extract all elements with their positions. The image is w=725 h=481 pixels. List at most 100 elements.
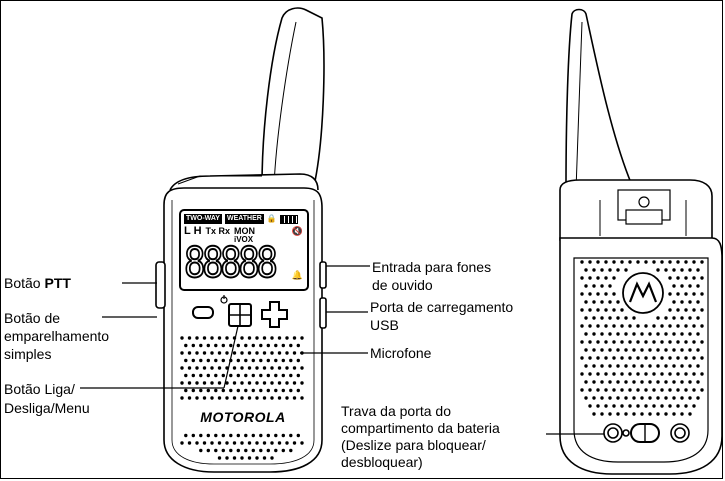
grille-dot xyxy=(296,388,300,393)
grille-dot xyxy=(588,276,592,280)
grille-dot xyxy=(300,336,304,340)
grille-dot xyxy=(632,332,636,336)
grille-dot xyxy=(221,433,225,438)
grille-dot xyxy=(229,388,233,393)
grille-dot xyxy=(217,336,222,340)
grille-dot xyxy=(604,292,608,296)
grille-dot xyxy=(596,340,600,344)
lcd-screen xyxy=(179,209,309,291)
grille-dot xyxy=(652,388,656,392)
grille-dot xyxy=(274,373,278,378)
grille-dot xyxy=(221,358,225,363)
grille-dot xyxy=(262,441,267,445)
grille-dot xyxy=(664,396,668,400)
grille-dot xyxy=(656,332,660,336)
grille-dot xyxy=(232,441,237,445)
grille-dot xyxy=(292,441,297,445)
grille-dot xyxy=(247,441,252,445)
grille-dot xyxy=(660,404,664,408)
grille-dot xyxy=(652,356,656,360)
grille-dot xyxy=(584,300,588,304)
grille-dot xyxy=(640,412,644,416)
grille-dot xyxy=(652,260,656,264)
front-speaker-grille xyxy=(180,336,304,460)
grille-dot xyxy=(636,388,640,392)
grille-dot xyxy=(232,351,237,355)
grille-dot xyxy=(672,412,676,416)
grille-dot xyxy=(285,396,289,400)
grille-dot xyxy=(640,380,644,384)
grille-dot xyxy=(612,404,616,408)
grille-dot xyxy=(592,380,596,384)
grille-dot xyxy=(277,396,282,400)
grille-dot xyxy=(187,366,192,370)
grille-dot xyxy=(636,356,640,360)
grille-dot xyxy=(289,433,293,438)
grille-dot xyxy=(600,316,604,320)
grille-dot xyxy=(292,366,297,370)
grille-dot xyxy=(620,356,624,360)
grille-dot xyxy=(684,260,688,264)
grille-dot xyxy=(270,336,274,340)
grille-dot xyxy=(600,396,604,400)
grille-dot xyxy=(584,268,588,272)
grille-dot xyxy=(656,412,660,416)
grille-dot xyxy=(684,372,688,376)
grille-dot xyxy=(584,284,588,288)
grille-dot xyxy=(680,316,684,320)
grille-dot xyxy=(616,300,620,304)
grille-dot xyxy=(232,396,237,400)
grille-dot xyxy=(240,456,244,460)
grille-dot xyxy=(210,366,214,370)
grille-dot xyxy=(580,372,584,376)
grille-dot xyxy=(277,351,282,355)
grille-dot xyxy=(656,364,660,368)
grille-dot xyxy=(289,388,293,393)
lcd-vox: iVOX xyxy=(234,235,254,244)
grille-dot xyxy=(255,456,259,460)
lcd-two-way-badge: TWO-WAY xyxy=(184,214,222,224)
grille-dot xyxy=(202,351,207,355)
grille-dot xyxy=(680,300,684,304)
front-brand-logo: MOTOROLA xyxy=(200,409,286,425)
grille-dot xyxy=(202,366,207,370)
grille-dot xyxy=(244,433,248,438)
grille-dot xyxy=(640,348,644,352)
grille-dot xyxy=(199,388,203,393)
grille-dot xyxy=(580,324,584,328)
grille-dot xyxy=(296,358,300,363)
grille-dot xyxy=(604,356,608,360)
grille-dot xyxy=(225,351,229,355)
grille-dot xyxy=(592,396,596,400)
grille-dot xyxy=(191,388,195,393)
grille-dot xyxy=(604,340,608,344)
grille-dot xyxy=(628,324,632,328)
grille-dot xyxy=(600,284,604,288)
grille-dot xyxy=(688,268,692,272)
grille-dot xyxy=(588,340,592,344)
grille-dot xyxy=(664,348,668,352)
grille-dot xyxy=(251,373,255,378)
grille-dot xyxy=(588,356,592,360)
ptt-button xyxy=(155,261,166,309)
label-pairing-line1: Botão de xyxy=(4,310,61,326)
grille-dot xyxy=(628,356,632,360)
grille-dot xyxy=(296,433,300,438)
grille-dot xyxy=(292,381,297,385)
grille-dot xyxy=(217,441,222,445)
grille-dot xyxy=(229,373,233,378)
grille-dot xyxy=(277,366,282,370)
grille-dot xyxy=(184,433,188,438)
grille-dot xyxy=(270,396,274,400)
grille-dot xyxy=(696,300,700,304)
grille-dot xyxy=(608,284,612,288)
grille-dot xyxy=(692,388,696,392)
grille-dot xyxy=(285,366,289,370)
grille-dot xyxy=(592,332,596,336)
grille-dot xyxy=(656,268,660,272)
grille-dot xyxy=(664,316,668,320)
grille-dot xyxy=(676,324,680,328)
grille-dot xyxy=(229,448,233,453)
grille-dot xyxy=(232,381,237,385)
